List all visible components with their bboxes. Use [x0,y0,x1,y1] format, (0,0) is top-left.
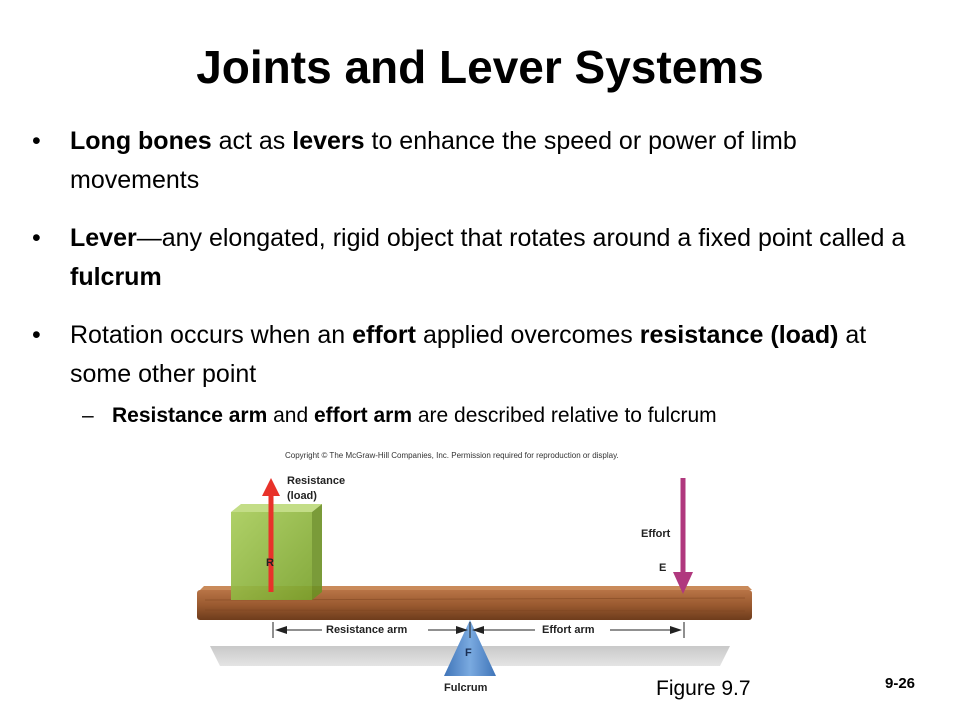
text-run: are described relative to fulcrum [412,404,717,427]
text-run: and [267,404,314,427]
sub-bullet-text: Resistance arm and effort arm are descri… [112,404,717,427]
text-run: Rotation occurs when an [70,321,353,349]
resistance-box-side [312,504,322,600]
lever-plank-top [200,586,752,590]
bold-term: effort [352,321,416,349]
bullet-marker: • [32,321,41,349]
bullet-text: Rotation occurs when an effort applied o… [70,321,866,388]
text-run: applied overcomes [416,321,640,349]
bold-term: effort arm [313,404,413,427]
sub-bullet-marker: – [82,404,94,427]
bullet-text: Lever—any elongated, rigid object that r… [70,224,905,291]
bold-term: Lever [70,224,137,252]
bullet-marker: • [32,127,41,155]
bullet-marker: • [32,224,41,252]
effort-arm-label: Effort arm [542,624,595,636]
slide-title: Joints and Lever Systems [196,41,764,93]
fulcrum-triangle [444,620,496,676]
resistance-box-top [231,504,322,512]
resistance-letter: R [266,557,274,569]
effort-letter: E [659,562,667,574]
bullet-list: • Long bones act as levers to enhance th… [32,122,912,431]
effort-label: Effort [641,528,671,540]
bullet-text: Long bones act as levers to enhance the … [70,127,797,194]
text-run: act as [211,127,293,155]
effort-arm-arrowhead [670,626,682,634]
sub-bullet-arms: – Resistance arm and effort arm are desc… [32,401,912,431]
resistance-label-line1: Resistance [287,475,346,487]
copyright-notice: Copyright © The McGraw-Hill Companies, I… [285,451,619,460]
bullet-rotation: • Rotation occurs when an effort applied… [32,316,912,394]
text-run: —any elongated, rigid object that rotate… [136,224,906,252]
bold-term: Resistance arm [112,404,268,427]
lever-plank [197,590,752,620]
resistance-arm-arrowhead-right [456,626,468,634]
bold-term: fulcrum [70,263,162,291]
fulcrum-letter: F [465,647,472,659]
bold-term: resistance (load) [639,321,839,349]
effort-arm-arrowhead-left [472,626,484,634]
bold-term: Long bones [70,127,212,155]
bold-term: levers [292,127,365,155]
resistance-arrow-head [262,478,280,496]
resistance-label-line2: (load) [287,490,317,502]
lever-diagram [197,478,752,676]
bullet-long-bones: • Long bones act as levers to enhance th… [32,122,912,200]
resistance-arm-label: Resistance arm [326,624,408,636]
figure-label: Figure 9.7 [656,677,751,700]
resistance-arm-arrowhead [275,626,287,634]
text-run: at some other point [70,321,867,388]
fulcrum-label: Fulcrum [444,682,488,694]
slide-number: 9-26 [885,675,916,692]
text-run: to enhance the speed or power of limb mo… [70,127,797,194]
effort-arrow-head [673,572,693,594]
bullet-lever-definition: • Lever—any elongated, rigid object that… [32,219,912,297]
